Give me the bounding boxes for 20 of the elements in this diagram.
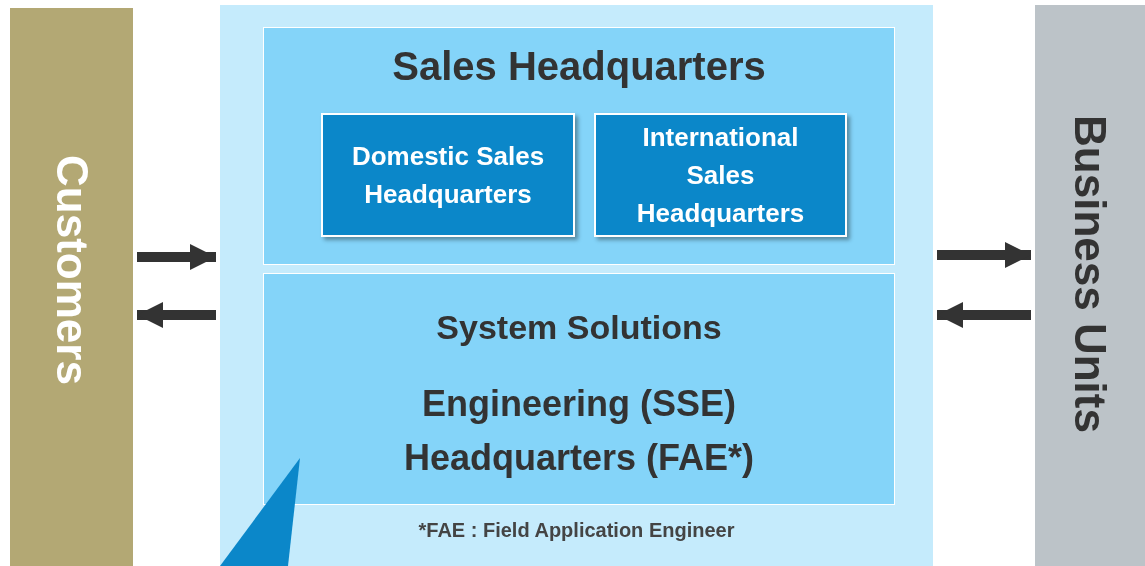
unit-title: Domestic Sales Headquarters [350, 140, 546, 211]
container-panel [220, 5, 933, 566]
arrow [137, 302, 216, 328]
side-band [10, 8, 133, 566]
unit-box [321, 113, 575, 237]
arrow [937, 302, 1031, 328]
callout-pointer [220, 458, 300, 566]
band-label: Customers [46, 155, 97, 386]
department-subtitle: Engineering (SSE) Headquarters (FAE*) [402, 382, 756, 480]
unit-title: International Sales Headquarters [635, 121, 806, 230]
department-box [263, 273, 895, 505]
band-label: Business Units [1065, 115, 1115, 434]
footnote: *FAE : Field Application Engineer [417, 519, 736, 542]
arrow [937, 242, 1031, 268]
arrow [137, 244, 216, 270]
unit-box [594, 113, 847, 237]
department-title: System Solutions [435, 308, 723, 347]
department-title: Sales Headquarters [391, 44, 767, 89]
department-box [263, 27, 895, 265]
side-band [1035, 5, 1145, 566]
